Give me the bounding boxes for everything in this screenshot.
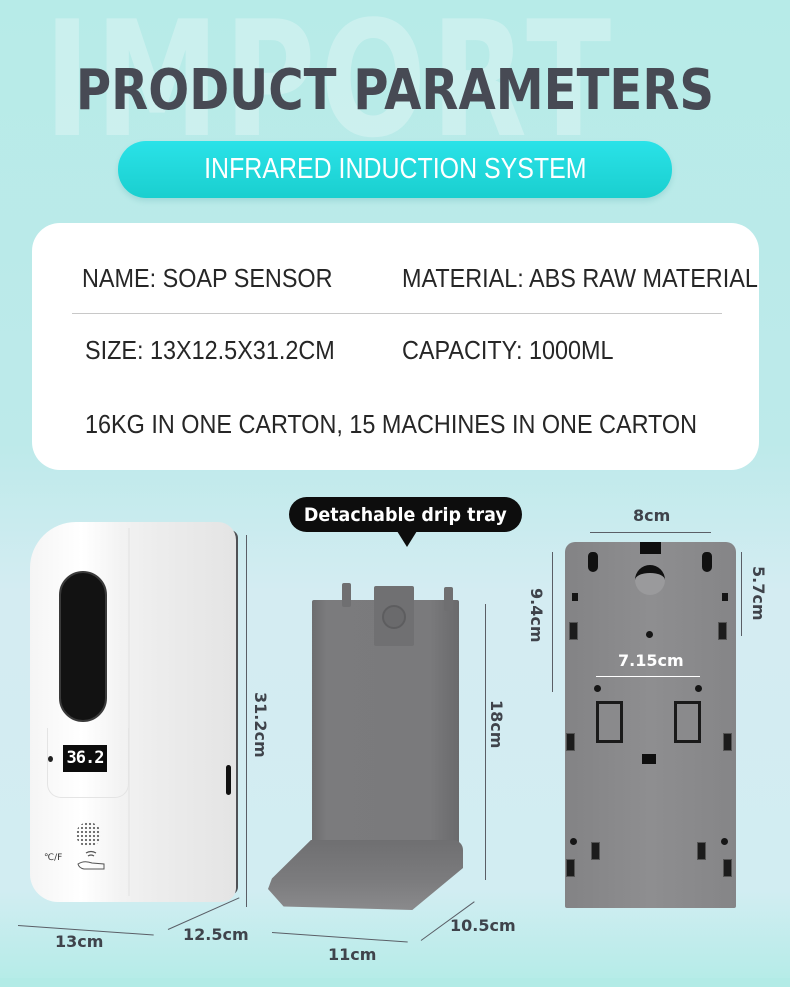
display-panel xyxy=(47,728,129,798)
plate-side-slot xyxy=(566,733,575,751)
watermark-text: IMPORT xyxy=(44,0,616,173)
sensor-window xyxy=(59,571,107,722)
height-dimension-line xyxy=(246,535,247,907)
hand-sensor-icon xyxy=(77,850,105,870)
subtitle-text: INFRARED INDUCTION SYSTEM xyxy=(203,153,587,185)
plate-inner-spacing-line xyxy=(596,676,700,677)
dispenser-side-slot xyxy=(226,765,231,795)
center-hole xyxy=(635,565,665,595)
plate-screw-hole xyxy=(721,838,728,845)
plate-side-slot xyxy=(723,859,732,877)
plate-right-height-line xyxy=(741,552,742,636)
keyhole-right-icon xyxy=(702,552,712,572)
plate-width-label: 8cm xyxy=(633,506,671,525)
spec-card: NAME: SOAP SENSOR MATERIAL: ABS RAW MATE… xyxy=(32,223,759,470)
dispenser-depth-label: 12.5cm xyxy=(183,925,249,944)
plate-mount-slot xyxy=(596,701,623,743)
plate-screw-hole xyxy=(646,631,653,638)
plate-inner-spacing-label: 7.15cm xyxy=(618,651,684,670)
plate-side-slot xyxy=(569,622,578,640)
plate-screw-hole xyxy=(594,685,601,692)
tray-depth-label: 10.5cm xyxy=(450,916,516,935)
spec-packing: 16KG IN ONE CARTON, 15 MACHINES IN ONE C… xyxy=(85,409,698,439)
unit-toggle-button: ℃/F xyxy=(44,853,63,863)
spec-capacity: CAPACITY: 1000ML xyxy=(402,335,614,365)
plate-side-slot xyxy=(566,859,575,877)
dispenser-body xyxy=(30,522,236,902)
subtitle-banner: INFRARED INDUCTION SYSTEM xyxy=(118,141,672,198)
plate-right-height-label: 5.7cm xyxy=(749,566,768,621)
callout-pointer xyxy=(397,531,417,547)
dispenser-width-label: 13cm xyxy=(55,932,104,951)
plate-left-height-line xyxy=(552,552,553,692)
tray-height-label: 18cm xyxy=(487,700,506,749)
plate-slot xyxy=(697,842,706,860)
callout-bubble: Detachable drip tray xyxy=(289,497,522,532)
top-notch xyxy=(640,542,661,554)
temperature-display: 36.2 xyxy=(63,745,107,772)
plate-side-slot xyxy=(723,733,732,751)
tray-width-label: 11cm xyxy=(328,945,377,964)
keyhole-left-icon xyxy=(588,552,598,572)
plate-center-slot xyxy=(642,754,656,764)
tray-base xyxy=(268,840,463,910)
tray-peg-left xyxy=(342,583,351,607)
plate-screw-hole xyxy=(570,838,577,845)
indicator-led-icon xyxy=(48,756,53,762)
spec-divider xyxy=(72,313,722,314)
callout-text: Detachable drip tray xyxy=(304,503,507,526)
plate-screw-hole xyxy=(695,685,702,692)
plate-mount-slot xyxy=(674,701,701,743)
spec-size: SIZE: 13X12.5X31.2CM xyxy=(85,335,335,365)
plate-square-hole xyxy=(572,593,578,601)
plate-slot xyxy=(591,842,600,860)
tray-peg-right xyxy=(444,587,453,611)
plate-square-hole xyxy=(722,593,728,601)
plate-side-slot xyxy=(718,622,727,640)
bottom-strip xyxy=(0,978,790,987)
dispenser-height-label: 31.2cm xyxy=(251,692,270,758)
tray-width-line xyxy=(271,932,408,943)
spec-name: NAME: SOAP SENSOR xyxy=(82,263,333,293)
plate-width-line xyxy=(590,532,711,533)
plate-left-height-label: 9.4cm xyxy=(527,588,546,643)
dispenser-seam xyxy=(128,528,130,896)
page-title: PRODUCT PARAMETERS xyxy=(75,58,715,123)
tray-knob xyxy=(382,605,406,629)
spec-material: MATERIAL: ABS RAW MATERIAL xyxy=(402,263,758,293)
speaker-grille-icon xyxy=(76,822,101,847)
tray-height-line xyxy=(485,604,486,880)
